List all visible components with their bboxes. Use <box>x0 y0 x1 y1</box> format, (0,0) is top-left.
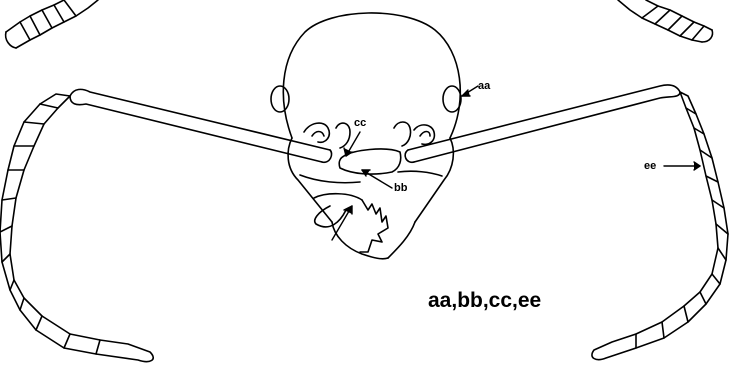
right-antenna-funiculus <box>592 92 728 360</box>
left-antenna-scape <box>70 89 332 162</box>
label-bb: bb <box>394 183 407 194</box>
label-cc: cc <box>354 118 366 129</box>
left-upper-antenna-fragment <box>6 0 98 48</box>
left-compound-eye <box>271 86 289 112</box>
label-aa: aa <box>478 81 490 92</box>
diagram-caption: aa,bb,cc,ee <box>428 290 541 311</box>
frontal-lobes <box>304 122 434 148</box>
clypeus <box>300 149 442 183</box>
mandibles <box>314 194 415 259</box>
left-antenna-funiculus <box>0 94 153 362</box>
right-antenna-scape <box>405 85 680 162</box>
right-upper-antenna-fragment <box>618 0 713 42</box>
right-compound-eye <box>443 86 461 112</box>
label-ee: ee <box>644 161 656 172</box>
